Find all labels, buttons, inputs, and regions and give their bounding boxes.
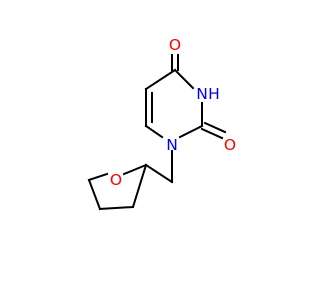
- atom-o-top: O: [169, 36, 181, 54]
- bond-c6-n1: [144, 124, 164, 139]
- molecule-diagram: O N H O N O: [87, 36, 236, 211]
- bond-c2prime-c3prime: [131, 163, 148, 209]
- bond-c2-o-1: [200, 127, 224, 140]
- bond-c2-o-2: [203, 121, 227, 134]
- bond-c5prime-o-ring: [87, 172, 109, 182]
- bond-n1-c2: [178, 124, 204, 139]
- atom-o-ring: O: [110, 171, 122, 189]
- bond-c2prime-o-ring: [122, 163, 148, 176]
- atom-n3: N: [196, 85, 208, 103]
- molecule-structure: O N H O N O: [87, 36, 236, 211]
- bond-c3prime-c4prime: [98, 205, 135, 211]
- bond-c4-c5: [144, 68, 177, 91]
- bond-c4prime-c5prime: [87, 178, 102, 211]
- atom-h3: H: [208, 85, 220, 103]
- atom-n1: N: [166, 136, 178, 154]
- bond-n3-c4: [173, 68, 195, 90]
- bond-ch2-c2prime: [144, 163, 174, 184]
- atom-o-right: O: [224, 136, 236, 154]
